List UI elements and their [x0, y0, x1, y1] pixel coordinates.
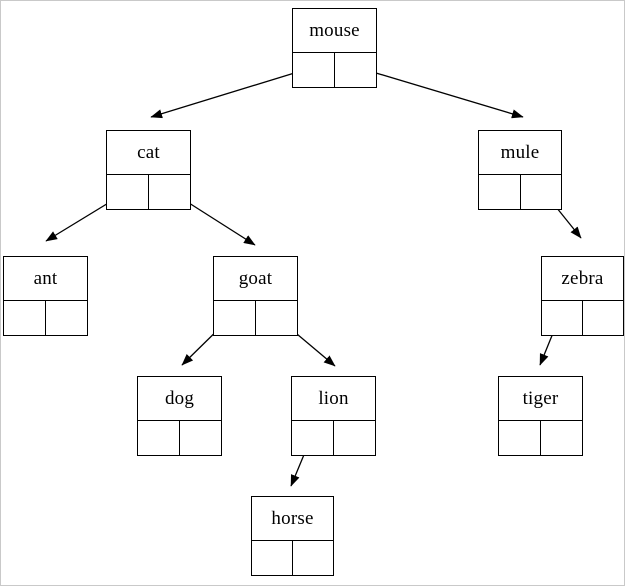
left-pointer-cell[interactable]: [4, 301, 46, 335]
tree-node-mouse[interactable]: mouse: [292, 8, 377, 88]
tree-node-label: cat: [137, 142, 160, 163]
right-pointer-cell[interactable]: [46, 301, 87, 335]
tree-node-lion[interactable]: lion: [291, 376, 376, 456]
left-pointer-cell[interactable]: [479, 175, 521, 209]
tree-node-pointer-row: [542, 300, 623, 335]
right-pointer-cell[interactable]: [293, 541, 333, 575]
left-pointer-cell[interactable]: [499, 421, 541, 455]
pointer-arrow-mouse-cat: [150, 66, 315, 119]
tree-node-ant[interactable]: ant: [3, 256, 88, 336]
tree-node-tiger[interactable]: tiger: [498, 376, 583, 456]
right-pointer-cell[interactable]: [149, 175, 190, 209]
tree-node-label: goat: [238, 268, 273, 289]
tree-node-dog[interactable]: dog: [137, 376, 222, 456]
tree-node-mule[interactable]: mule: [478, 130, 562, 210]
tree-node-label: zebra: [561, 268, 604, 289]
right-pointer-cell[interactable]: [583, 301, 623, 335]
tree-node-pointer-row: [479, 174, 561, 209]
tree-node-pointer-row: [4, 300, 87, 335]
right-pointer-cell[interactable]: [541, 421, 582, 455]
tree-node-pointer-row: [252, 540, 333, 575]
tree-node-label: mouse: [309, 20, 360, 41]
tree-node-pointer-row: [138, 420, 221, 455]
tree-node-zebra[interactable]: zebra: [541, 256, 624, 336]
tree-node-label: tiger: [522, 388, 559, 409]
left-pointer-cell[interactable]: [214, 301, 256, 335]
tree-node-pointer-row: [499, 420, 582, 455]
left-pointer-cell[interactable]: [292, 421, 334, 455]
right-pointer-cell[interactable]: [256, 301, 297, 335]
pointer-arrow-mouse-mule: [355, 66, 524, 119]
right-pointer-cell[interactable]: [334, 421, 375, 455]
right-pointer-cell[interactable]: [180, 421, 221, 455]
tree-node-cat[interactable]: cat: [106, 130, 191, 210]
tree-node-pointer-row: [107, 174, 190, 209]
tree-node-label: horse: [271, 508, 314, 529]
tree-node-pointer-row: [214, 300, 297, 335]
tree-node-goat[interactable]: goat: [213, 256, 298, 336]
right-pointer-cell[interactable]: [520, 175, 561, 209]
tree-node-pointer-row: [292, 420, 375, 455]
left-pointer-cell[interactable]: [138, 421, 180, 455]
right-pointer-cell[interactable]: [335, 53, 376, 87]
left-pointer-cell[interactable]: [542, 301, 583, 335]
tree-node-label: ant: [33, 268, 58, 289]
left-pointer-cell[interactable]: [252, 541, 293, 575]
left-pointer-cell[interactable]: [107, 175, 149, 209]
left-pointer-cell[interactable]: [293, 53, 335, 87]
tree-node-label: mule: [500, 142, 540, 163]
tree-node-horse[interactable]: horse: [251, 496, 334, 576]
tree-node-pointer-row: [293, 52, 376, 87]
tree-node-label: dog: [164, 388, 195, 409]
tree-node-label: lion: [318, 388, 349, 409]
